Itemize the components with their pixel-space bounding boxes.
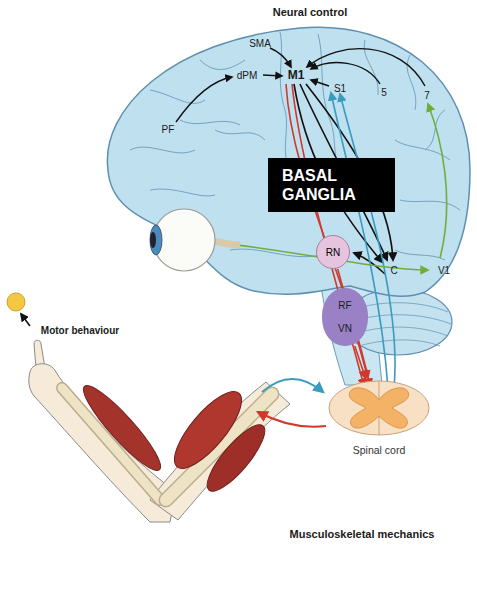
node-text: Spinal cord xyxy=(326,444,432,456)
area-label: S1 xyxy=(334,83,346,94)
brainstem-band: RF VN xyxy=(322,288,368,346)
visual-pathway xyxy=(428,104,447,258)
area-label: Musculoskeletal mechanics xyxy=(290,528,435,540)
forearm-skin xyxy=(29,364,176,522)
tract-connector xyxy=(355,346,366,378)
cortical-arrow xyxy=(311,63,380,84)
area-label: 7 xyxy=(424,90,430,101)
area-label: C xyxy=(390,265,397,276)
node-text: RF xyxy=(338,300,351,311)
spinal-cord-section: Spinal cord xyxy=(326,378,432,458)
area-label: PF xyxy=(162,124,175,135)
iris xyxy=(150,225,162,255)
red-nucleus-circle: RN xyxy=(316,235,350,269)
node-text: VN xyxy=(338,323,352,334)
spinal-cord-shape xyxy=(326,378,432,440)
basal-ganglia-box: BASAL GANGLIA xyxy=(268,158,395,212)
area-label: V1 xyxy=(438,265,450,276)
cortical-arrow xyxy=(311,80,329,86)
area-label: 5 xyxy=(381,87,387,98)
cortical-arrow xyxy=(307,49,425,86)
node-text: RN xyxy=(326,247,340,258)
forearm-muscle xyxy=(76,378,169,477)
corticospinal-tract xyxy=(286,84,370,386)
area-label: Motor behaviour xyxy=(41,325,119,336)
motor-output xyxy=(258,412,326,427)
target-ball xyxy=(7,293,25,311)
node-text: BASAL GANGLIA xyxy=(282,166,381,204)
triceps-muscle xyxy=(199,417,273,498)
cerebrum xyxy=(107,27,470,296)
cortical-arrow xyxy=(263,75,282,76)
area-label: M1 xyxy=(288,69,305,82)
cortical-arrow xyxy=(270,48,291,67)
diagram-title: Neural control xyxy=(273,6,348,18)
white-matter xyxy=(329,381,429,435)
area-label: SMA xyxy=(249,38,271,49)
area-label: dPM xyxy=(237,70,258,81)
upper-arm-skin xyxy=(150,382,290,520)
sensory-feedback xyxy=(262,379,323,392)
cortical-arrow xyxy=(176,77,232,122)
behaviour-arrow xyxy=(21,314,30,326)
pupil xyxy=(150,232,156,248)
dorsal-fissure xyxy=(379,381,380,435)
